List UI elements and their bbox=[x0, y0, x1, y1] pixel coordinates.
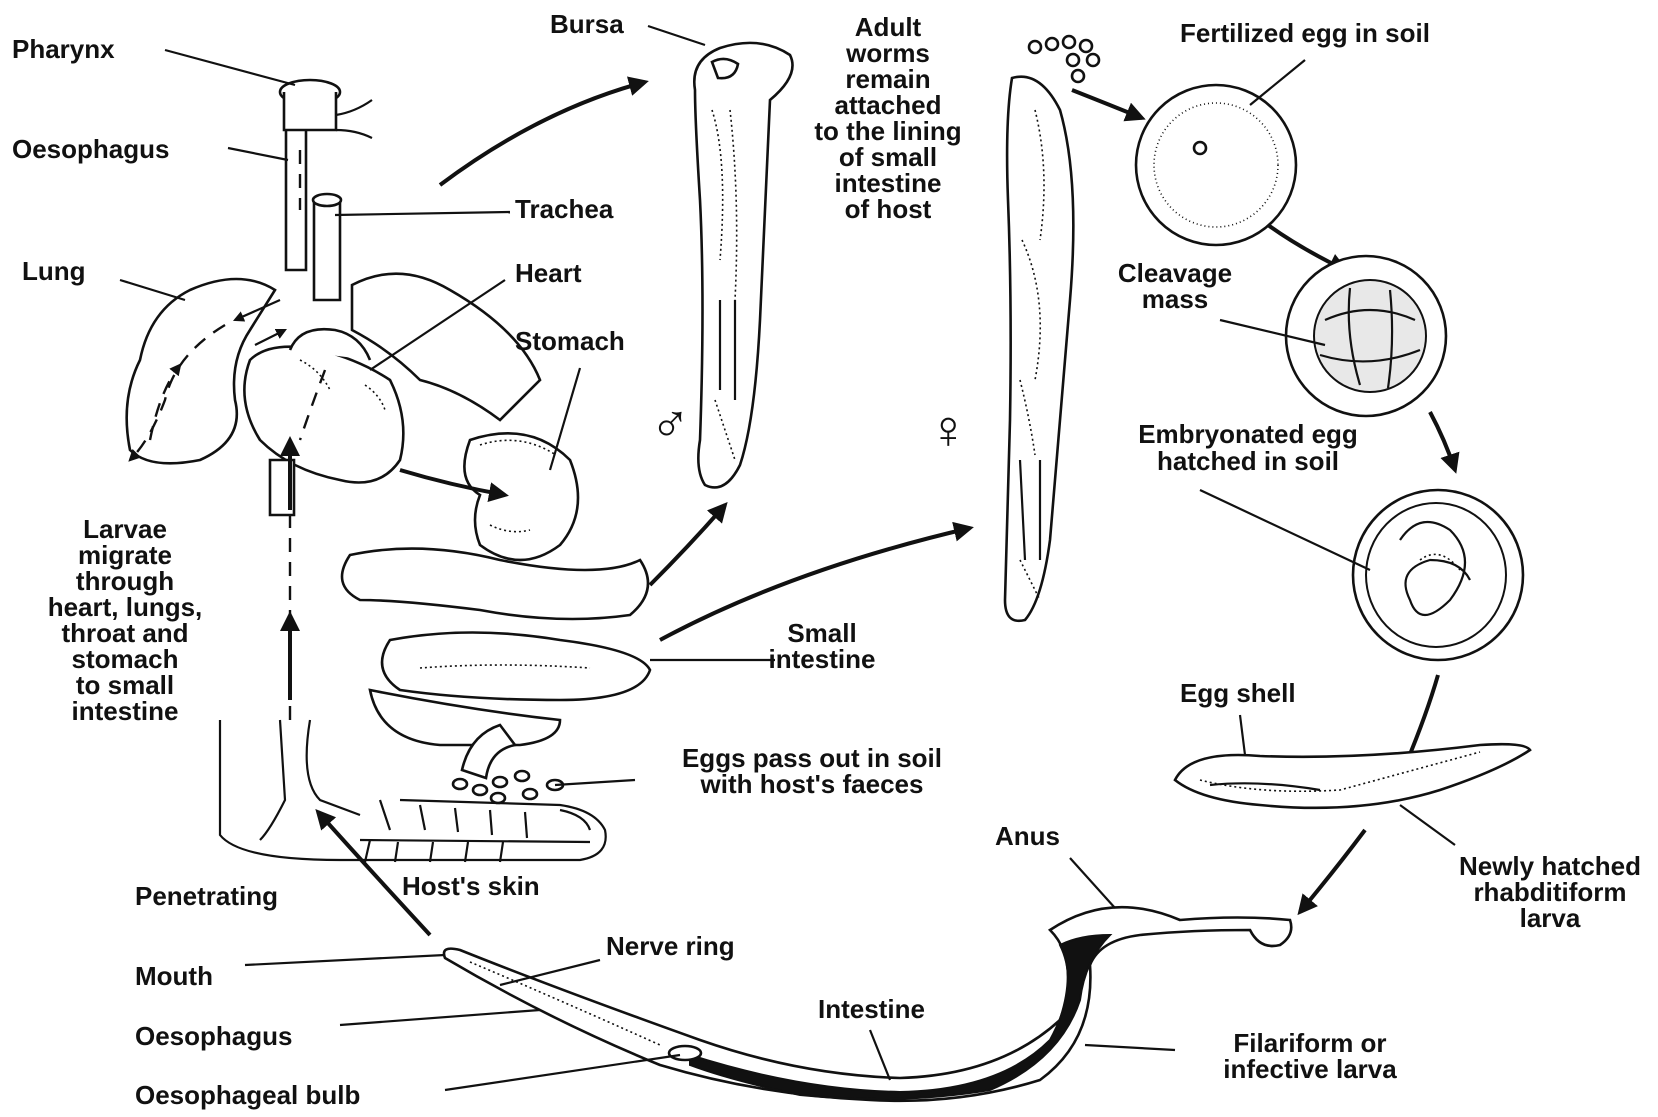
stomach-organ bbox=[464, 433, 578, 560]
label-newly-hatched: Newly hatched rhabditiform larva bbox=[1459, 851, 1641, 933]
svg-text:Embryonated egg: Embryonated egg bbox=[1138, 419, 1358, 449]
label-embryonated-egg: Embryonated egg hatched in soil bbox=[1138, 419, 1358, 476]
label-fertilized-egg: Fertilized egg in soil bbox=[1180, 18, 1430, 48]
svg-text:infective larva: infective larva bbox=[1223, 1054, 1397, 1084]
male-symbol: ♂ bbox=[650, 392, 691, 452]
label-cleavage-mass: Cleavage mass bbox=[1118, 258, 1232, 314]
released-eggs bbox=[1029, 36, 1099, 82]
label-penetrating: Penetrating bbox=[135, 881, 278, 911]
label-pharynx: Pharynx bbox=[12, 34, 115, 64]
eggs-in-faeces bbox=[453, 771, 563, 803]
svg-text:of host: of host bbox=[845, 194, 932, 224]
intestine-coils bbox=[342, 549, 648, 619]
label-stomach: Stomach bbox=[515, 326, 625, 356]
label-egg-shell: Egg shell bbox=[1180, 678, 1296, 708]
female-adult-worm: ♀ bbox=[928, 77, 1073, 621]
label-larvae-migrate: Larvae migrate through heart, lungs, thr… bbox=[48, 514, 203, 726]
leg-outline bbox=[220, 720, 606, 860]
label-hosts-skin: Host's skin bbox=[402, 871, 540, 901]
label-adult-worms: Adult worms remain attached to the linin… bbox=[814, 12, 961, 224]
label-nerve-ring: Nerve ring bbox=[606, 931, 735, 961]
heart-organ bbox=[244, 347, 403, 483]
svg-text:with host's faeces: with host's faeces bbox=[700, 769, 924, 799]
svg-text:hatched in soil: hatched in soil bbox=[1157, 446, 1339, 476]
label-mouth: Mouth bbox=[135, 961, 213, 991]
rhabditiform-larva bbox=[1175, 744, 1530, 808]
label-bursa: Bursa bbox=[550, 9, 624, 39]
label-oesophageal-bulb: Oesophageal bulb bbox=[135, 1080, 360, 1110]
label-eggs-pass: Eggs pass out in soil with host's faeces bbox=[682, 743, 942, 799]
host-organs bbox=[127, 80, 650, 803]
cleavage-egg bbox=[1286, 256, 1446, 416]
label-filariform: Filariform or infective larva bbox=[1223, 1028, 1397, 1084]
label-trachea: Trachea bbox=[515, 194, 614, 224]
label-intestine: Intestine bbox=[818, 994, 925, 1024]
svg-text:larva: larva bbox=[1520, 903, 1581, 933]
fertilized-egg bbox=[1136, 85, 1296, 245]
label-anus: Anus bbox=[995, 821, 1060, 851]
label-heart: Heart bbox=[515, 258, 582, 288]
label-small-intestine: Small intestine bbox=[769, 618, 876, 674]
male-adult-worm: ♂ bbox=[650, 43, 793, 488]
throat-branch bbox=[336, 100, 372, 138]
label-oesophagus-top: Oesophagus bbox=[12, 134, 169, 164]
svg-text:mass: mass bbox=[1142, 284, 1209, 314]
label-lung: Lung bbox=[22, 256, 86, 286]
embryonated-egg bbox=[1353, 490, 1523, 660]
female-symbol: ♀ bbox=[928, 400, 969, 460]
label-oesophagus-bottom: Oesophagus bbox=[135, 1021, 292, 1051]
svg-text:intestine: intestine bbox=[72, 696, 179, 726]
svg-text:intestine: intestine bbox=[769, 644, 876, 674]
host-foot bbox=[220, 720, 606, 862]
